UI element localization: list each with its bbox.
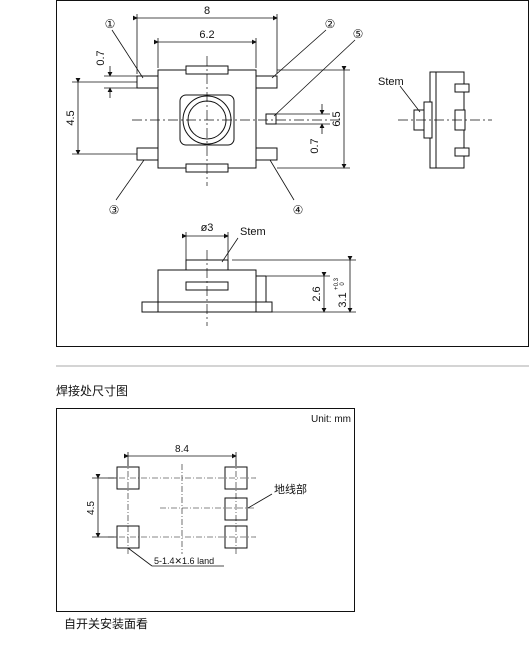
dim-0-7-upper bbox=[104, 66, 137, 98]
dim-0-7-lower-label: 0.7 bbox=[309, 138, 321, 153]
dim-4-5-label: 4.5 bbox=[65, 110, 77, 125]
dim-6-2-label: 6.2 bbox=[199, 29, 214, 41]
dim-6-5 bbox=[277, 66, 350, 169]
dim-2-6-and-3-1 bbox=[232, 256, 356, 313]
svg-text:④: ④ bbox=[293, 203, 304, 217]
svg-text:③: ③ bbox=[109, 203, 120, 217]
solder-section-title: 焊接处尺寸图 bbox=[56, 384, 129, 398]
svg-text:②: ② bbox=[325, 17, 336, 31]
dim-4-5 bbox=[72, 78, 137, 155]
dim-3-1-label: 3.1 bbox=[337, 292, 349, 307]
land-drawing-frame bbox=[56, 408, 355, 612]
dim-8-4 bbox=[124, 452, 237, 466]
marker-leaders bbox=[111, 29, 356, 201]
land-size-label: 5-1.4✕1.6 land bbox=[154, 556, 214, 566]
svg-text:⑤: ⑤ bbox=[353, 27, 364, 41]
dim-8-4-label: 8.4 bbox=[175, 444, 189, 455]
dim-6-2 bbox=[154, 38, 257, 68]
dim-dia-3 bbox=[182, 232, 229, 262]
unit-label: Unit: mm bbox=[311, 414, 351, 425]
land-size-leader bbox=[127, 547, 153, 567]
marker-3: ③ bbox=[109, 203, 120, 217]
side-stem-leader bbox=[399, 85, 421, 113]
dim-4-5-land-label: 4.5 bbox=[86, 501, 97, 515]
top-drawing-frame bbox=[56, 0, 529, 347]
marker-2: ② bbox=[325, 17, 336, 31]
marker-1: ① bbox=[105, 17, 116, 31]
dim-4-5-land bbox=[92, 474, 116, 538]
dim-dia-3-label: ø3 bbox=[201, 222, 214, 234]
marker-4: ④ bbox=[293, 203, 304, 217]
top-view-centerlines bbox=[132, 56, 340, 186]
dim-3-1-tol-top: +0.3 bbox=[334, 277, 340, 290]
dim-6-5-label: 6.5 bbox=[331, 111, 343, 126]
ground-label: 地线部 bbox=[274, 482, 307, 496]
install-view-caption: 自开关安装面看 bbox=[64, 617, 149, 631]
dim-0-7-upper-label: 0.7 bbox=[95, 50, 107, 65]
front-stem-leader bbox=[221, 237, 239, 263]
marker-5: ⑤ bbox=[353, 27, 364, 41]
svg-text:①: ① bbox=[105, 17, 116, 31]
side-stem-label: Stem bbox=[378, 76, 404, 88]
dim-3-1-tol-bottom: 0 bbox=[340, 282, 346, 286]
land-centerlines bbox=[108, 460, 256, 556]
dim-8 bbox=[133, 14, 278, 74]
front-stem-label: Stem bbox=[240, 226, 266, 238]
dim-2-6-label: 2.6 bbox=[311, 286, 323, 301]
dim-0-7-lower bbox=[276, 104, 330, 134]
ground-leader bbox=[247, 493, 273, 509]
dim-8-label: 8 bbox=[204, 5, 210, 17]
